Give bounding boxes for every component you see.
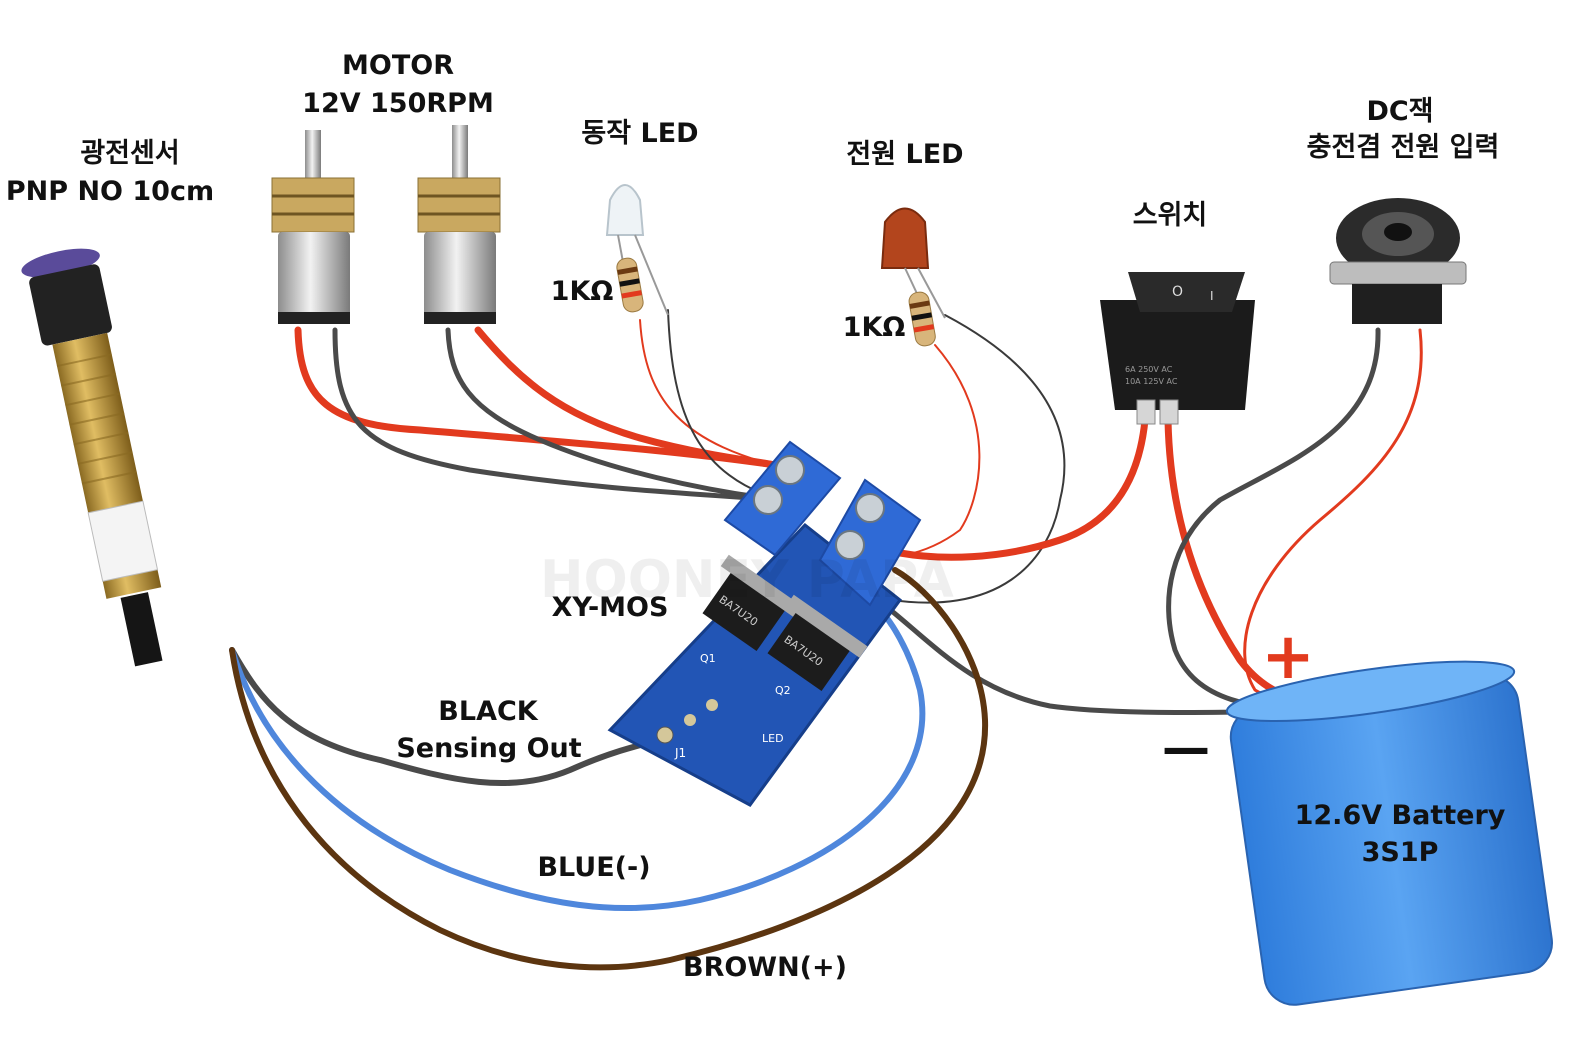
run-led-black-wire — [667, 309, 781, 501]
dc-jack-label: DC잭 — [1366, 96, 1434, 127]
power-led-red-wire — [904, 344, 981, 556]
switch-rating-1: 6A 250V AC — [1125, 365, 1173, 374]
dc-jack — [1329, 198, 1467, 324]
xy-mos-board: BA7U20 BA7U20 Q1 Q2 J1 LED — [607, 440, 922, 807]
resistor-1-label: 1KΩ — [550, 276, 614, 307]
sensor-nut — [29, 264, 112, 346]
motor2-black-wire — [445, 327, 783, 503]
j1-pad — [656, 726, 674, 744]
board-q2-mark: Q2 — [775, 684, 791, 697]
dc-jack-body — [1352, 284, 1442, 324]
motor2-shaft — [452, 125, 468, 180]
switch-to-board-red-wire — [896, 416, 1149, 561]
switch-rating-2: 10A 125V AC — [1125, 377, 1178, 386]
power-led — [880, 207, 946, 319]
switch-housing — [1100, 300, 1255, 410]
sensor-blue-wire — [229, 607, 926, 912]
dc-jack-sub-label: 충전겸 전원 입력 — [1306, 132, 1500, 163]
switch-label: 스위치 — [1132, 200, 1208, 231]
sensor-lens — [21, 248, 100, 278]
sensor-spec-label: PNP NO 10cm — [5, 176, 215, 207]
motor-spec-label: 12V 150RPM — [302, 88, 494, 119]
module-label: XY-MOS — [551, 592, 669, 623]
mosfet-q1: BA7U20 — [702, 554, 803, 652]
sensor-label — [87, 500, 159, 582]
sensor-cable — [120, 592, 163, 667]
switch-off-mark: O — [1172, 284, 1183, 300]
motor-2 — [417, 125, 501, 324]
mosfet-q2: BA7U20 — [767, 594, 868, 692]
battery-top — [1225, 660, 1516, 723]
motor2-gearbox — [417, 177, 501, 233]
dc-jack-nut — [1329, 261, 1467, 285]
resistor-2-label: 1KΩ — [842, 312, 906, 343]
terminal-block-right — [818, 478, 922, 607]
run-led-red-wire — [639, 319, 796, 471]
motor1-shaft — [305, 130, 321, 185]
photoelectric-sensor — [21, 248, 163, 667]
motor1-gearbox — [271, 177, 355, 233]
motor1-black-wire — [332, 327, 783, 503]
battery-label: 12.6V Battery — [1294, 800, 1506, 831]
motor2-red-wire — [474, 326, 799, 472]
sensor-name-label: 광전센서 — [80, 138, 180, 169]
motor-title-label: MOTOR — [342, 50, 454, 81]
black-wire-label: BLACK — [438, 696, 538, 727]
board-q1-mark: Q1 — [700, 652, 716, 665]
rocker-switch: O I 6A 250V AC 10A 125V AC — [1100, 272, 1255, 425]
switch-pin-2 — [1159, 399, 1179, 425]
battery-pack — [1225, 660, 1553, 1006]
switch-rocker — [1128, 272, 1245, 312]
battery-plus-sign: + — [1261, 620, 1315, 694]
resistor-1 — [616, 257, 644, 313]
board-led-mark: LED — [762, 732, 784, 745]
motor2-can — [424, 232, 496, 322]
brown-wire-label: BROWN(+) — [682, 952, 847, 983]
motor-1 — [271, 130, 355, 324]
power-led-black-wire — [879, 314, 1066, 604]
blue-wire-label: BLUE(-) — [537, 852, 651, 883]
watermark: HOONEY PAPA — [540, 550, 954, 610]
black-wire-sub-label: Sensing Out — [396, 733, 582, 764]
terminal-block-left — [723, 440, 842, 557]
switch-on-mark: I — [1210, 289, 1214, 303]
motor1-can — [278, 232, 350, 322]
switch-pin-1 — [1136, 399, 1156, 425]
sensor-brown-wire — [229, 567, 989, 971]
dcjack-black-wire — [1166, 327, 1381, 713]
sensor-black-wire — [229, 647, 663, 787]
battery-sub-label: 3S1P — [1361, 837, 1439, 868]
battery-minus-sign: — — [1162, 720, 1210, 776]
run-led-label: 동작 LED — [581, 118, 699, 149]
resistor-2 — [908, 291, 936, 347]
board-j1-mark: J1 — [674, 746, 686, 760]
power-led-label: 전원 LED — [846, 139, 964, 170]
